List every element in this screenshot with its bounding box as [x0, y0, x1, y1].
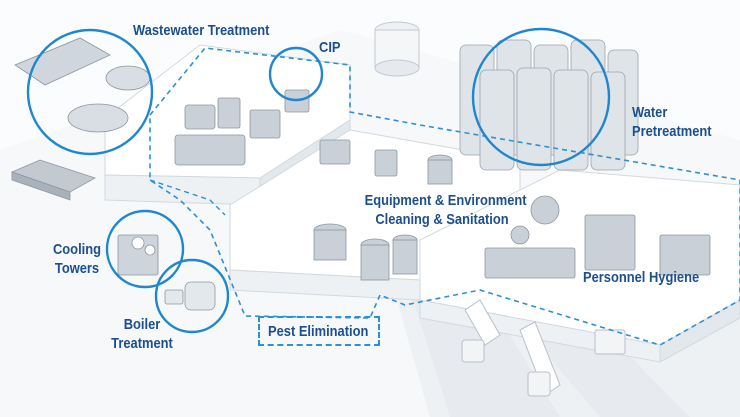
boiler-treatment-label: Boiler Treatment [106, 315, 178, 353]
boiler-equipment [164, 281, 216, 311]
cip-label: CIP [319, 39, 341, 56]
silos [459, 39, 639, 171]
personnel-hygiene-label: Personnel Hygiene [583, 269, 700, 286]
trucks [461, 299, 626, 397]
water-pretreatment-circle [471, 27, 611, 167]
cooling-towers-line-1: Cooling [52, 241, 101, 258]
cooling-towers-circle [105, 209, 185, 289]
water-pretreatment-label: Water Pretreatment [632, 103, 712, 141]
equipment-cleaning-line-1: Equipment & Environment [364, 192, 527, 209]
boiler-circle [154, 258, 230, 334]
processing-zone-outline [149, 47, 740, 346]
cip-circle [268, 46, 324, 102]
wastewater-treatment-label: Wastewater Treatment [133, 22, 270, 39]
cooling-towers-line-2: Towers [54, 260, 100, 277]
cooling-towers-label: Cooling Towers [49, 240, 106, 278]
pest-elimination-label: Pest Elimination [268, 323, 369, 340]
wastewater-circle [26, 28, 154, 156]
equipment-cleaning-line-2: Cleaning & Sanitation [375, 211, 509, 228]
focus-circles [26, 27, 611, 334]
pest-elimination-box: Pest Elimination [258, 316, 380, 346]
clarifier-tanks [14, 37, 151, 133]
boiler-treatment-line-1: Boiler [123, 316, 161, 333]
water-pretreatment-line-2: Pretreatment [632, 123, 712, 140]
water-tank [374, 21, 420, 77]
cooling-connector-outline [149, 179, 226, 216]
process-equipment [174, 89, 711, 281]
equipment-cleaning-label: Equipment & Environment Cleaning & Sanit… [364, 191, 527, 229]
boiler-treatment-line-2: Treatment [111, 335, 173, 352]
chiller-unit [10, 159, 96, 201]
water-pretreatment-line-1: Water [632, 104, 668, 121]
cooling-tower-equipment [117, 234, 159, 276]
